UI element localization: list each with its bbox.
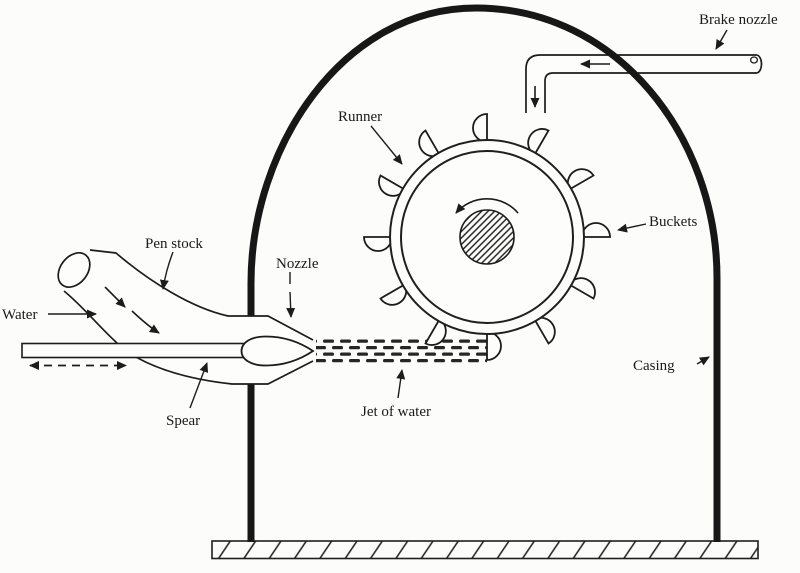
brake-nozzle-leader-arrow	[715, 29, 728, 50]
spear-head	[240, 335, 315, 367]
bucket	[363, 236, 393, 252]
jet-of-water-band	[316, 338, 487, 365]
spear-assembly	[21, 335, 315, 370]
brake-pipe-outer-edge	[525, 54, 757, 113]
annotation-labels: Brake nozzle Runner Buckets Casing Pen s…	[2, 12, 778, 429]
brake-pipe-inner-edge	[544, 72, 757, 113]
spear-leader-arrow	[189, 362, 209, 409]
penstock-inlet-cap	[57, 252, 91, 288]
bucket	[379, 283, 408, 306]
penstock-top-edge	[89, 249, 314, 341]
label-jet-of-water: Jet of water	[361, 404, 431, 420]
pen-stock-leader-arrow	[159, 251, 174, 290]
brake-pipe-end-opening	[749, 56, 759, 64]
nozzle-leader-arrow	[286, 291, 296, 318]
label-water: Water	[2, 307, 37, 323]
runner-wheel	[363, 113, 611, 361]
brake-pipe-body	[526, 55, 762, 113]
bucket	[533, 316, 556, 345]
bucket	[486, 331, 502, 361]
label-brake-nozzle: Brake nozzle	[699, 12, 778, 28]
label-nozzle: Nozzle	[276, 256, 319, 272]
bucket	[418, 129, 441, 158]
foundation-hatch-strip	[211, 540, 759, 560]
brake-pipe-end-cap	[756, 54, 763, 74]
casing-leader-arrow	[696, 356, 710, 366]
brake-nozzle-pipe	[525, 54, 763, 113]
rotation-direction-arrow	[455, 198, 519, 214]
casing-outline	[247, 4, 721, 542]
bucket	[566, 168, 595, 191]
label-casing: Casing	[633, 358, 675, 374]
label-runner: Runner	[338, 109, 382, 125]
runner-hub-shaft	[459, 209, 515, 265]
water-flow-arrow-1	[104, 286, 126, 308]
bucket	[472, 113, 488, 143]
water-flow-arrow-2	[131, 310, 160, 334]
label-buckets: Buckets	[649, 214, 697, 230]
bucket	[581, 222, 611, 238]
annotation-leaders	[48, 29, 728, 409]
jet-of-water-leader-arrow	[396, 369, 406, 399]
runner-inner-rim	[400, 150, 574, 324]
spear-rod	[21, 342, 271, 359]
label-pen-stock: Pen stock	[145, 236, 203, 252]
buckets-leader-arrow	[617, 223, 647, 233]
label-spear: Spear	[166, 413, 200, 429]
runner-leader-arrow	[370, 125, 403, 165]
foundation	[211, 540, 759, 560]
